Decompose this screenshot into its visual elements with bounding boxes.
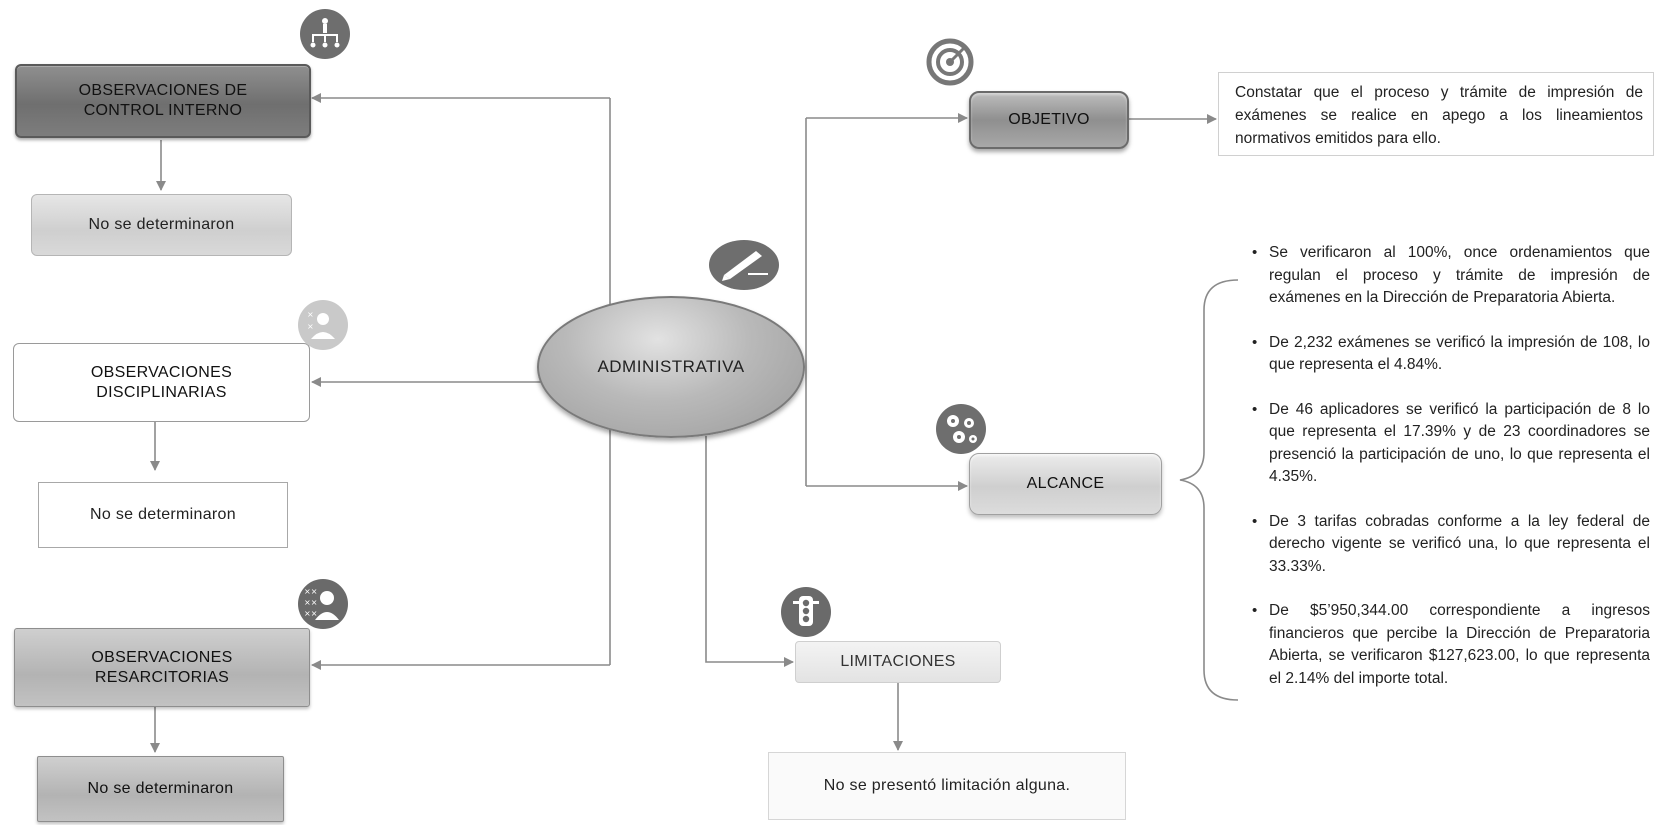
pen-signing-icon (708, 239, 780, 291)
limitaciones-label: LIMITACIONES (840, 653, 956, 670)
center-node-label: ADMINISTRATIVA (597, 357, 745, 376)
alcance-item: De $5’950,344.00 correspondiente a ingre… (1250, 600, 1650, 690)
objetivo-node[interactable]: OBJETIVO (969, 91, 1129, 149)
limitaciones-result-text: No se presentó limitación alguna. (823, 777, 1071, 794)
resarcitorias-result-text: No se determinaron (87, 780, 234, 797)
alcance-label: ALCANCE (1026, 475, 1105, 492)
disciplinarias-title[interactable]: OBSERVACIONES DISCIPLINARIAS (13, 343, 310, 422)
alcance-item: De 3 tarifas cobradas conforme a la ley … (1250, 511, 1650, 579)
auditor-icon: ×× ×× ×× (297, 578, 349, 630)
resarcitorias-title-text: OBSERVACIONES RESARCITORIAS (91, 648, 233, 686)
resarcitorias-result: No se determinaron (37, 756, 284, 822)
disciplinarias-result: No se determinaron (38, 482, 288, 548)
alcance-item: Se verificaron al 100%, once ordenamient… (1250, 242, 1650, 310)
alcance-item: De 2,232 exámenes se verificó la impresi… (1250, 332, 1650, 377)
objetivo-text: Constatar que el proceso y trámite de im… (1235, 84, 1643, 147)
objetivo-text-box: Constatar que el proceso y trámite de im… (1218, 72, 1654, 156)
svg-text:×: × (307, 322, 314, 331)
control-interno-result: No se determinaron (31, 194, 292, 256)
people-icon: ×× (297, 299, 349, 351)
control-interno-title[interactable]: OBSERVACIONES DE CONTROL INTERNO (15, 64, 311, 138)
alcance-item: De 46 aplicadores se verificó la partici… (1250, 399, 1650, 489)
traffic-light-icon (780, 586, 832, 638)
disciplinarias-result-text: No se determinaron (90, 506, 236, 523)
alcance-list: Se verificaron al 100%, once ordenamient… (1250, 242, 1650, 712)
org-chart-icon (299, 8, 351, 60)
center-node-administrativa[interactable]: ADMINISTRATIVA (537, 296, 805, 438)
svg-text:××: ×× (304, 587, 317, 596)
control-interno-result-text: No se determinaron (88, 216, 235, 233)
svg-text:××: ×× (304, 609, 317, 618)
limitaciones-node[interactable]: LIMITACIONES (795, 641, 1001, 683)
limitaciones-result: No se presentó limitación alguna. (768, 752, 1126, 820)
target-icon (924, 36, 976, 88)
svg-text:××: ×× (304, 598, 317, 607)
control-interno-title-text: OBSERVACIONES DE CONTROL INTERNO (78, 82, 248, 119)
resarcitorias-title[interactable]: OBSERVACIONES RESARCITORIAS (14, 628, 310, 707)
svg-text:×: × (307, 310, 314, 319)
disciplinarias-title-text: OBSERVACIONES DISCIPLINARIAS (90, 363, 233, 401)
alcance-node[interactable]: ALCANCE (969, 453, 1162, 515)
objetivo-label: OBJETIVO (1008, 111, 1090, 128)
gears-icon (935, 403, 987, 455)
